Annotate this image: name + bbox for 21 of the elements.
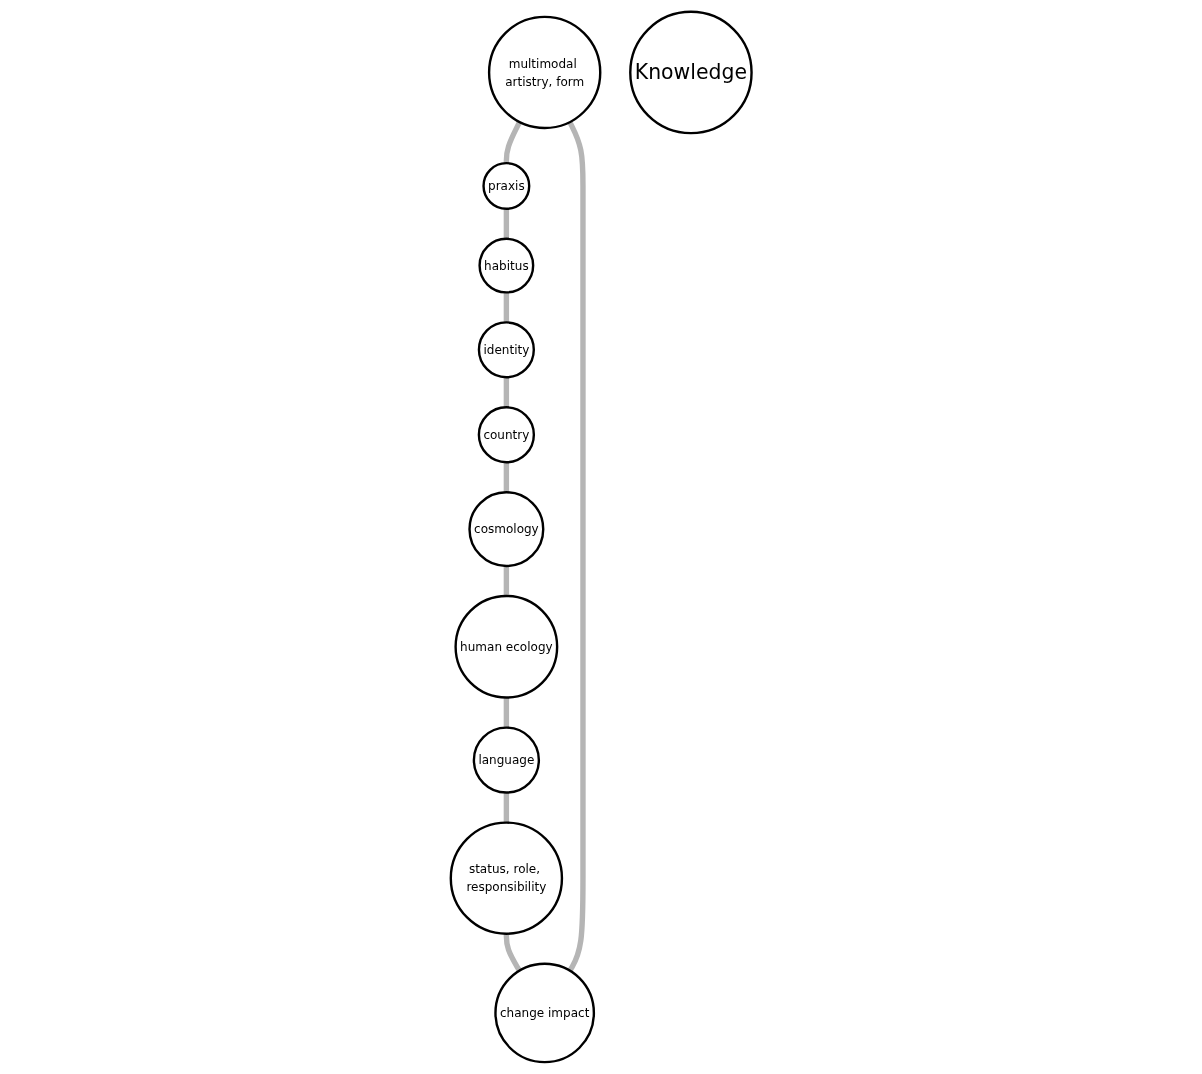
connector	[503, 208, 509, 240]
node-circle: praxis	[482, 161, 531, 210]
node-circle: change impact	[494, 962, 595, 1064]
node-circle: Knowledge	[628, 10, 753, 135]
node-circle: status, role, responsibility	[449, 821, 563, 935]
node-circle: multimodal artistry, form	[487, 15, 602, 130]
node-circle: country	[477, 406, 535, 464]
node-circle: habitus	[478, 237, 535, 294]
node-circle: language	[472, 726, 540, 794]
connector	[567, 120, 586, 973]
connector	[503, 292, 509, 323]
connector	[503, 697, 509, 728]
node-circle: human ecology	[454, 594, 559, 699]
node-circle: cosmology	[468, 491, 545, 568]
connector	[503, 120, 522, 164]
connector	[503, 565, 509, 597]
connector	[503, 792, 509, 823]
connector	[503, 377, 509, 408]
connector	[503, 462, 509, 493]
node-circle: identity	[477, 321, 535, 379]
connector	[503, 933, 522, 973]
